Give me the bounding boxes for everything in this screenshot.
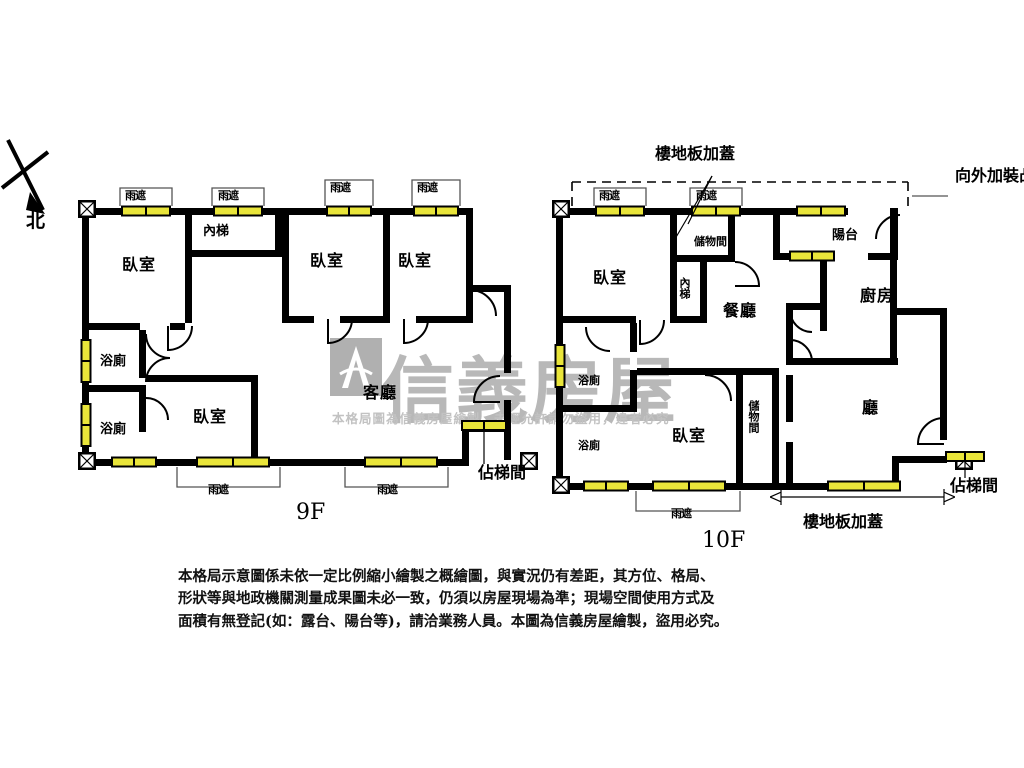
floor-tag-9f: 9F xyxy=(296,500,326,525)
awning-label-9f-3: 雨遮 xyxy=(330,181,351,194)
room-label-living-room-9f: 客廳 xyxy=(363,383,398,402)
annotation-stair-occupied-9f: 佔梯間 xyxy=(478,463,527,482)
room-label-inner-stair-10f: 內梯 xyxy=(678,277,691,299)
disclaimer-line-2: 形狀等與地政機關測量成果圖未必一致，仍須以房屋現場為準；現場空間使用方式及 xyxy=(178,590,715,608)
floor-9f-doors xyxy=(145,289,501,421)
floor-9f-columns xyxy=(78,200,538,470)
room-label-bedroom-n2-9f: 臥室 xyxy=(398,251,433,270)
disclaimer-line-1: 本格局示意圖係未依一定比例縮小繪製之概繪圖，與實況仍有差距，其方位、格局、 xyxy=(178,568,715,585)
room-label-bedroom-nw-9f: 臥室 xyxy=(122,255,157,274)
window xyxy=(121,205,171,217)
awning-label-9f-1: 雨遮 xyxy=(125,189,146,202)
awning-label-10f-2: 雨遮 xyxy=(696,189,717,202)
awning-label-10f-3: 雨遮 xyxy=(671,507,692,520)
window xyxy=(461,420,507,431)
floor-9f-windows xyxy=(80,205,507,468)
annotation-bay-window-outward: 向外加裝凸窗 xyxy=(955,166,1024,185)
window xyxy=(945,451,985,462)
window xyxy=(691,205,741,217)
awning-label-9f-2: 雨遮 xyxy=(218,189,239,202)
disclaimer-line-3: 面積有無登記(如：露台、陽台等)，請洽業務人員。本圖為信義房屋繪製，盜用必究。 xyxy=(178,612,729,630)
room-label-bath-1-9f: 浴廁 xyxy=(100,354,127,369)
room-label-bedroom-s-10f: 臥室 xyxy=(672,426,707,445)
room-label-bath-2-9f: 浴廁 xyxy=(100,422,127,437)
annotation-slab-extension-top: 樓地板加蓋 xyxy=(655,144,736,163)
awning-label-10f-1: 雨遮 xyxy=(599,189,620,202)
window xyxy=(111,456,157,468)
room-label-storage-n-10f: 儲物間 xyxy=(694,235,727,248)
window xyxy=(583,480,629,492)
compass-north-label: 北 xyxy=(26,210,46,232)
floor-10f-doors xyxy=(585,214,945,445)
floor-10f-windows xyxy=(554,205,985,492)
awning-label-9f-4: 雨遮 xyxy=(417,181,438,194)
compass-rose xyxy=(0,139,50,214)
window xyxy=(554,344,566,388)
room-label-inner-stair-9f: 內梯 xyxy=(203,224,230,239)
window xyxy=(789,250,835,262)
room-label-balcony-10f: 陽台 xyxy=(832,228,859,243)
window xyxy=(827,480,901,492)
room-label-kitchen-10f: 廚房 xyxy=(860,286,895,305)
floor-10f-columns xyxy=(552,200,973,494)
annotation-leaders xyxy=(483,175,966,505)
window xyxy=(595,205,645,217)
annotation-stair-occupied-10f: 佔梯間 xyxy=(950,476,999,495)
window xyxy=(213,205,263,217)
room-label-hall-10f: 廳 xyxy=(862,398,880,417)
awning-label-9f-6: 雨遮 xyxy=(377,483,398,496)
room-label-storage-s-10f: 儲物間 xyxy=(747,400,760,433)
room-label-dining-room-10f: 餐廳 xyxy=(723,301,758,320)
room-label-bedroom-n1-9f: 臥室 xyxy=(310,251,345,270)
floor-10f-awning-brackets xyxy=(593,187,743,512)
room-label-bedroom-nw-10f: 臥室 xyxy=(593,268,628,287)
annotation-slab-extension-bottom: 樓地板加蓋 xyxy=(803,512,884,531)
floor-10f-openings xyxy=(630,253,867,442)
room-label-bath-1-10f: 浴廁 xyxy=(578,374,600,387)
window xyxy=(796,205,846,217)
window xyxy=(413,205,459,217)
floor-9f-awning-brackets xyxy=(119,179,461,488)
window xyxy=(326,205,372,217)
window xyxy=(80,403,92,447)
awning-label-9f-5: 雨遮 xyxy=(208,483,229,496)
window xyxy=(364,456,438,468)
window xyxy=(80,339,92,383)
disclaimer-block: 本格局示意圖係未依一定比例縮小繪製之概繪圖，與實況仍有差距，其方位、格局、 形狀… xyxy=(178,566,878,633)
window xyxy=(196,456,270,468)
room-label-bath-2-10f: 浴廁 xyxy=(578,439,600,452)
window xyxy=(652,480,726,492)
room-label-bedroom-sw-9f: 臥室 xyxy=(193,407,228,426)
floor-tag-10f: 10F xyxy=(702,528,746,553)
